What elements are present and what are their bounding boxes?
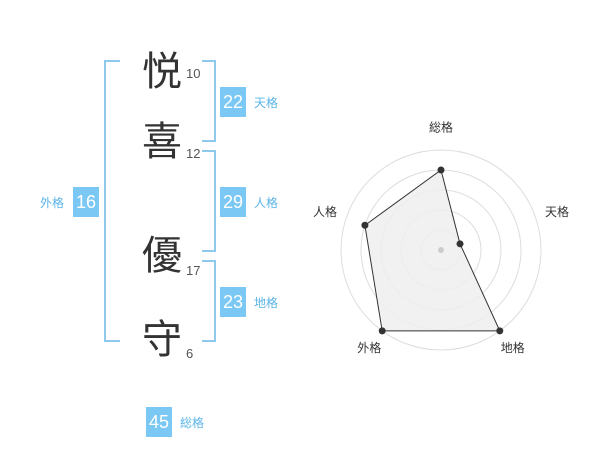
radar-data-polygon (364, 169, 501, 332)
radar-point-4 (378, 327, 386, 335)
name-char-3: 優 (142, 233, 182, 279)
chikaku-value-badge: 23 (220, 287, 246, 317)
tenkaku-bracket (202, 60, 216, 142)
radar-axis-label: 外格 (357, 340, 381, 355)
radar-axis-label: 天格 (545, 204, 569, 219)
radar-point-2 (456, 240, 464, 248)
soukaku-value-badge: 45 (146, 407, 172, 437)
soukaku-label: 総格 (180, 416, 205, 430)
radar-axis-label: 総格 (429, 120, 453, 135)
jinkaku-label: 人格 (254, 196, 279, 210)
name-char-2: 喜 (142, 119, 182, 165)
chikaku-label: 地格 (254, 296, 279, 310)
radar-grid-ring (340, 149, 542, 351)
chikaku-bracket (202, 260, 216, 342)
stroke-count-2: 12 (186, 146, 201, 161)
radar-point-1 (437, 166, 445, 174)
stroke-count-3: 17 (186, 263, 201, 278)
tenkaku-value-badge: 22 (220, 87, 246, 117)
gaikaku-label: 外格 (40, 196, 65, 210)
tenkaku-label: 天格 (254, 96, 279, 110)
radar-axis-label: 人格 (313, 204, 337, 219)
name-char-1: 悦 (142, 49, 182, 95)
jinkaku-value-badge: 29 (220, 187, 246, 217)
radar-point-3 (496, 327, 504, 335)
radar-axis-label: 地格 (501, 340, 525, 355)
name-char-4: 守 (142, 317, 182, 363)
stroke-count-1: 10 (186, 66, 201, 81)
gaikaku-bracket (104, 60, 120, 342)
jinkaku-bracket (202, 150, 216, 252)
stroke-count-4: 6 (186, 346, 194, 361)
radar-center-dot (438, 247, 444, 253)
radar-point-5 (361, 221, 369, 229)
gaikaku-value-badge: 16 (73, 187, 99, 217)
